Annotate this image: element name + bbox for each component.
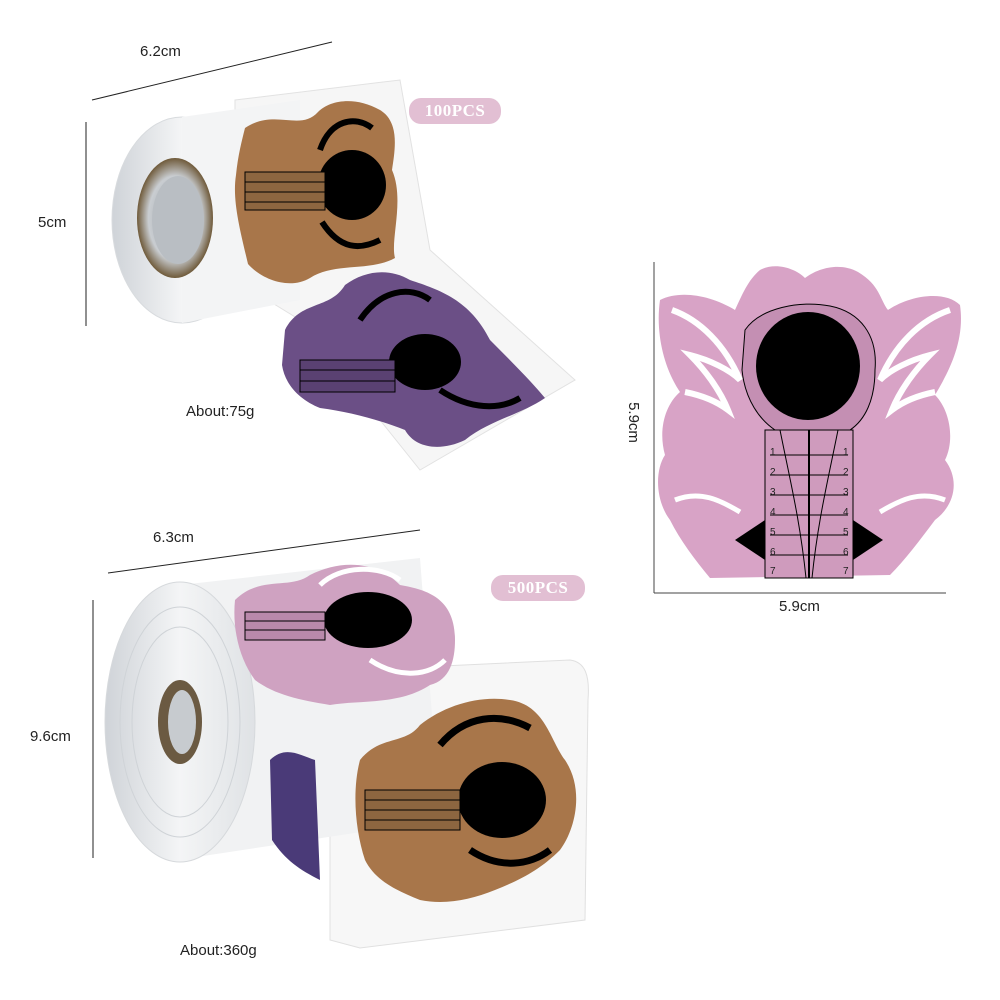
small-roll-width-line (91, 41, 333, 101)
small-roll (85, 41, 576, 471)
large-roll-weight-label: About:360g (180, 942, 257, 959)
small-roll-weight-label: About:75g (186, 403, 255, 420)
scale-number-right: 3 (843, 487, 849, 498)
scale-number-right: 5 (843, 527, 849, 538)
large-roll-pink-form (234, 564, 455, 705)
single-form (653, 262, 961, 594)
scale-number-right: 2 (843, 467, 849, 478)
large-roll-height-label: 9.6cm (30, 728, 71, 745)
scale-number-right: 4 (843, 507, 849, 518)
scale-number-left: 5 (770, 527, 776, 538)
scale-number-right: 1 (843, 447, 849, 458)
scale-number-left: 7 (770, 566, 776, 577)
scale-number-left: 2 (770, 467, 776, 478)
single-form-height-label: 5.9cm (624, 402, 642, 443)
large-roll-bronze-form (355, 698, 577, 902)
scale-number-right: 7 (843, 566, 849, 577)
small-roll-count-badge: 100PCS (409, 98, 501, 124)
small-roll-height-label: 5cm (38, 214, 67, 231)
large-roll-count-badge: 500PCS (491, 575, 585, 601)
scale-number-left: 1 (770, 447, 776, 458)
large-roll-width-label: 6.3cm (153, 529, 194, 546)
scale-number-right: 6 (843, 547, 849, 558)
small-roll-purple-form (282, 272, 545, 447)
large-roll-width-line (107, 529, 421, 574)
scale-number-left: 3 (770, 487, 776, 498)
scale-number-left: 6 (770, 547, 776, 558)
small-roll-width-label: 6.2cm (140, 43, 181, 60)
small-roll-bronze-form (234, 101, 398, 284)
single-form-width-label: 5.9cm (779, 598, 820, 615)
scale-number-left: 4 (770, 507, 776, 518)
single-form-oval (756, 312, 860, 420)
large-roll (92, 529, 589, 949)
large-roll-purple-peek (270, 752, 320, 880)
